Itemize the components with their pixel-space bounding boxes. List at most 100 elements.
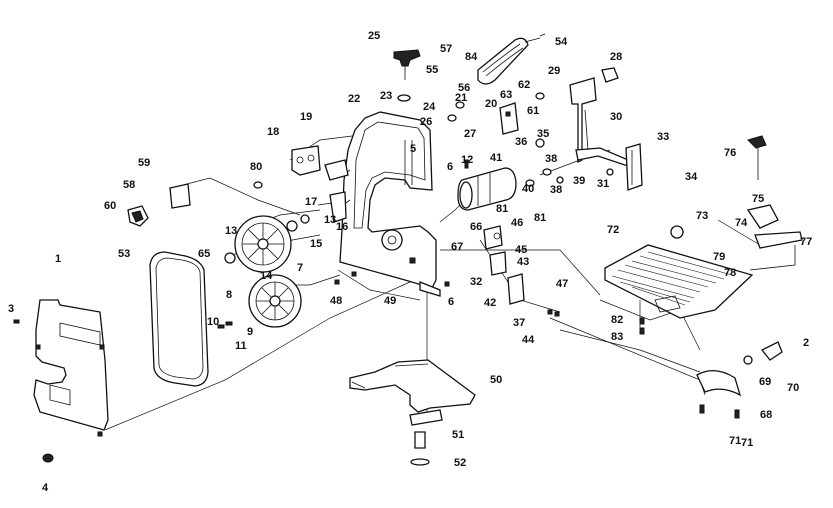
callout-7: 7 (297, 262, 303, 274)
callout-75: 75 (752, 193, 764, 205)
callout-10: 10 (207, 316, 219, 328)
callout-4: 4 (42, 482, 49, 494)
callout-37: 37 (513, 317, 525, 329)
callout-48: 48 (330, 295, 342, 307)
callout-81a: 81 (496, 203, 508, 215)
callout-6a: 6 (447, 161, 453, 173)
callout-84: 84 (465, 51, 478, 63)
callout-11: 11 (235, 340, 247, 352)
callout-28: 28 (610, 51, 622, 63)
part-upper-guide-bracket (291, 145, 349, 223)
callout-41: 41 (490, 152, 502, 164)
callout-27: 27 (464, 128, 476, 140)
part-lower-wheel (248, 274, 302, 328)
callout-23: 23 (380, 90, 392, 102)
callout-35: 35 (537, 128, 549, 140)
callout-34: 34 (685, 171, 698, 183)
callout-46: 46 (511, 217, 523, 229)
callout-22: 22 (348, 93, 360, 105)
part-guide-post (569, 67, 641, 171)
callout-21: 21 (455, 92, 467, 104)
callout-77: 77 (800, 236, 812, 248)
callout-5: 5 (410, 143, 416, 155)
part-power-cord (477, 33, 546, 85)
callout-71b: 71 (741, 437, 753, 449)
callout-63: 63 (500, 89, 512, 101)
callout-3: 3 (8, 303, 14, 315)
callout-65: 65 (198, 248, 210, 260)
callout-68: 68 (760, 409, 772, 421)
callout-58: 59 (138, 157, 150, 169)
callout-40: 40 (522, 183, 534, 195)
callout-26: 26 (420, 116, 432, 128)
callout-70: 70 (787, 382, 799, 394)
callout-9: 9 (247, 326, 253, 338)
callout-38a: 38 (545, 153, 557, 165)
part-saw-blade (149, 251, 209, 387)
callout-50: 50 (490, 374, 502, 386)
callout-32: 32 (470, 276, 482, 288)
callout-labels: 1 2 3 4 5 6 6 7 8 9 10 11 12 13 13 14 15… (8, 30, 812, 494)
callout-61: 61 (527, 105, 539, 117)
callout-45: 45 (515, 244, 527, 256)
part-guard-bracket (127, 183, 191, 227)
callout-76: 76 (724, 147, 736, 159)
callout-30: 30 (610, 111, 622, 123)
callout-78: 78 (724, 267, 736, 279)
callout-44: 44 (522, 334, 535, 346)
callout-13a: 13 (225, 225, 237, 237)
callout-33: 33 (657, 131, 669, 143)
callout-1: 1 (55, 253, 61, 265)
callout-13b: 13 (324, 214, 336, 226)
part-tension-knob (393, 49, 421, 80)
callout-72: 72 (607, 224, 619, 236)
callout-56: 56 (458, 82, 470, 94)
part-table-insert (670, 225, 684, 239)
part-trunnion (696, 341, 783, 397)
callout-16: 16 (336, 221, 348, 233)
callout-51: 51 (452, 429, 464, 441)
part-work-table (604, 244, 754, 319)
callout-69: 69 (759, 376, 771, 388)
callout-2: 2 (803, 337, 809, 349)
part-frame (339, 111, 441, 297)
callout-82: 82 (611, 314, 623, 326)
callout-8: 8 (226, 289, 232, 301)
callout-83: 83 (611, 331, 623, 343)
callout-38b: 38 (550, 184, 562, 196)
callout-18: 18 (267, 126, 279, 138)
callout-19: 19 (300, 111, 312, 123)
callout-81b: 81 (534, 212, 546, 224)
callout-43: 43 (517, 256, 529, 268)
callout-6b: 6 (448, 296, 454, 308)
callout-14: 14 (260, 270, 273, 282)
part-blade-guard-33 (625, 143, 643, 191)
callout-15: 15 (310, 238, 322, 250)
callout-73: 73 (696, 210, 708, 222)
part-motor (457, 167, 517, 211)
part-foot (410, 431, 430, 466)
wheel-hardware (217, 214, 310, 329)
callout-47: 47 (556, 278, 568, 290)
callout-79: 79 (713, 251, 725, 263)
callout-31: 31 (597, 178, 609, 190)
part-base-stand (349, 359, 476, 426)
part-lower-guide-assembly (483, 225, 525, 305)
callout-17: 17 (305, 196, 317, 208)
callout-39: 39 (573, 175, 585, 187)
callout-54: 54 (555, 36, 568, 48)
callout-66: 66 (470, 221, 482, 233)
part-switch-box (499, 102, 519, 135)
callout-42: 42 (484, 297, 496, 309)
callout-62: 62 (518, 79, 530, 91)
part-upper-wheel (234, 215, 292, 273)
callout-53: 53 (118, 248, 130, 260)
part-lower-wheel-cover (33, 299, 109, 437)
callout-49: 49 (384, 295, 396, 307)
callout-52: 52 (454, 457, 466, 469)
callout-80: 80 (250, 161, 262, 173)
callout-60: 60 (104, 200, 116, 212)
part-rip-fence (746, 135, 803, 271)
callout-24: 24 (423, 101, 436, 113)
